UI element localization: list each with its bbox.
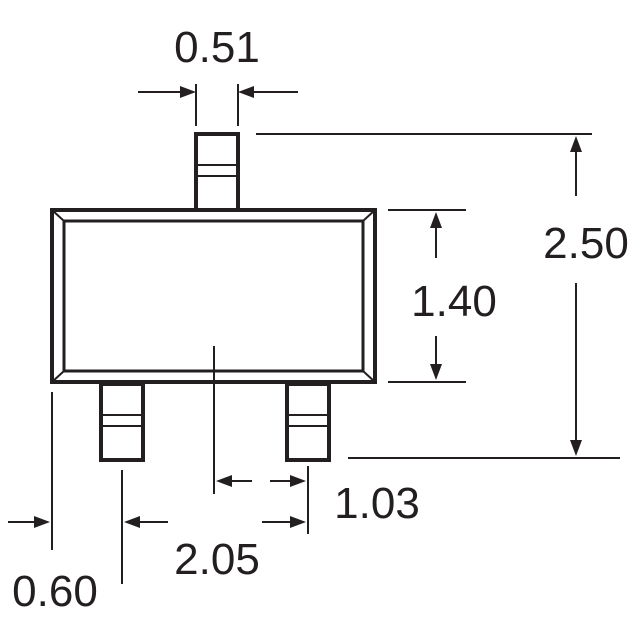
- dim-pitch: [121, 470, 306, 584]
- dim-body-height: [388, 209, 466, 383]
- dim-overall-height: [256, 133, 620, 459]
- top-lead: [194, 132, 240, 212]
- dim-half-pitch: [216, 466, 309, 534]
- dim-lead-width: [138, 84, 298, 126]
- dim-pitch-label: 2.05: [174, 535, 260, 584]
- dim-body-height-label: 1.40: [411, 277, 497, 326]
- dim-edge-offset: [8, 392, 53, 550]
- bottom-left-lead: [99, 382, 145, 462]
- dim-edge-offset-label: 0.60: [12, 567, 98, 616]
- dim-half-pitch-label: 1.03: [334, 479, 420, 528]
- dim-lead-width-label: 0.51: [174, 23, 260, 72]
- dim-overall-height-label: 2.50: [543, 219, 629, 268]
- bottom-right-lead: [285, 382, 331, 462]
